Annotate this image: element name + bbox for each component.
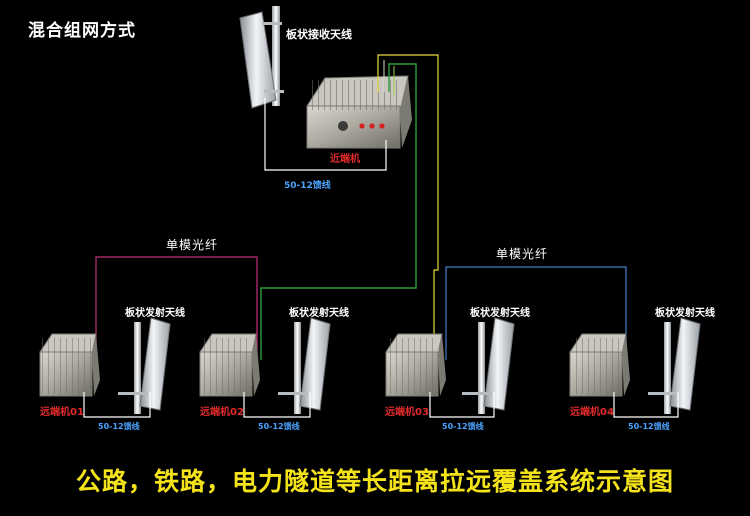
remote-unit-04-side	[622, 334, 630, 396]
near-end-cable	[264, 98, 387, 171]
remote-cable-02	[243, 392, 311, 418]
fiber-left-label: 单模光纤	[166, 238, 219, 252]
tx-antenna-03-bracket	[462, 392, 492, 395]
near-end-unit-fins	[310, 80, 400, 110]
tx-antenna-02-panel	[299, 317, 331, 411]
fiber-right-label: 单模光纤	[496, 247, 549, 261]
near-end-connector	[338, 121, 348, 131]
near-end-unit-body	[306, 105, 401, 149]
fiber-blue	[445, 266, 627, 360]
fibers	[95, 54, 627, 362]
tx-antenna-03-panel	[483, 317, 515, 411]
remote-cable-label-04: 50-12馈线	[628, 422, 670, 431]
tx-antenna-label-04: 板状发射天线	[655, 308, 715, 319]
near-end-port-2	[369, 123, 375, 129]
remote-site-02	[199, 317, 331, 418]
near-end-port-1	[359, 123, 365, 129]
remote-site-01	[39, 317, 171, 418]
remote-unit-label-04: 远端机04	[570, 407, 614, 418]
remote-unit-02-fins	[202, 338, 252, 394]
remote-cable-label-01: 50-12馈线	[98, 422, 140, 431]
receive-antenna	[239, 6, 284, 109]
receive-antenna-bracket-bottom	[264, 90, 284, 93]
tx-antenna-01-pole	[134, 322, 141, 414]
remote-unit-01-side	[92, 334, 100, 396]
tx-antenna-label-03: 板状发射天线	[470, 308, 530, 319]
tx-antenna-01-panel	[139, 317, 171, 411]
tx-antenna-label-01: 板状发射天线	[125, 308, 185, 319]
remote-unit-01-fins	[42, 338, 92, 394]
receive-antenna-bracket-top	[262, 22, 282, 25]
footer-caption: 公路，铁路，电力隧道等长距离拉远覆盖系统示意图	[75, 467, 674, 496]
remote-unit-label-01: 远端机01	[40, 407, 84, 418]
receive-antenna-label: 板状接收天线	[286, 28, 352, 41]
near-end-unit-side	[400, 76, 412, 148]
tx-antenna-02-pole	[294, 322, 301, 414]
remote-unit-03-fins	[388, 338, 438, 394]
remote-cable-03	[429, 392, 495, 418]
remote-unit-label-02: 远端机02	[200, 407, 244, 418]
remote-site-04	[569, 317, 701, 418]
near-end-unit	[306, 75, 412, 149]
remote-cable-01	[83, 392, 151, 418]
remote-cable-label-02: 50-12馈线	[258, 422, 300, 431]
near-cable-label: 50-12馈线	[284, 181, 331, 191]
near-end-port-3	[379, 123, 385, 129]
remote-site-03	[385, 317, 515, 418]
receive-antenna-pole	[272, 6, 280, 106]
tx-antenna-02-bracket	[278, 392, 308, 395]
receive-antenna-panel	[239, 11, 277, 109]
remote-cable-label-03: 50-12馈线	[442, 422, 484, 431]
remote-unit-04-fins	[572, 338, 622, 394]
remote-unit-03-side	[438, 334, 446, 396]
tx-antenna-04-pole	[664, 322, 671, 414]
tx-antenna-04-panel	[669, 317, 701, 411]
page-title: 混合组网方式	[28, 21, 136, 41]
tx-antenna-label-02: 板状发射天线	[289, 308, 349, 319]
tx-antenna-01-bracket	[118, 392, 148, 395]
fiber-green	[260, 63, 417, 360]
fiber-yellow	[377, 54, 439, 362]
remote-unit-02-side	[252, 334, 260, 396]
fiber-pink	[95, 256, 258, 360]
tx-antenna-04-bracket	[648, 392, 678, 395]
near-end-label: 近端机	[330, 154, 360, 165]
remote-cable-04	[613, 392, 679, 418]
remote-unit-label-03: 远端机03	[385, 407, 429, 418]
tx-antenna-03-pole	[478, 322, 485, 414]
